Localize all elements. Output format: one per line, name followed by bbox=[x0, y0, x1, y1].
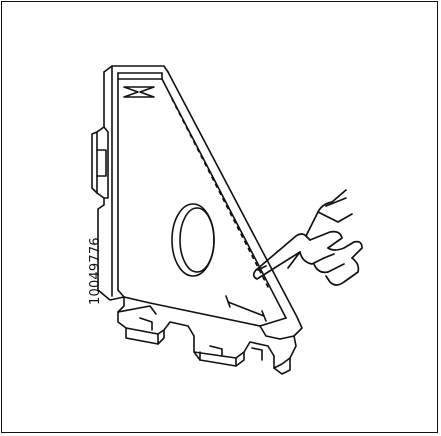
bracket-plate bbox=[96, 65, 303, 337]
bracket-bottom-flange bbox=[117, 289, 297, 375]
pointing-hand bbox=[252, 189, 363, 286]
bracket-side-tabs bbox=[91, 126, 109, 199]
part-number-label: 10049776 bbox=[88, 237, 103, 305]
measure-marker bbox=[225, 295, 267, 322]
bracket-hole bbox=[171, 203, 215, 277]
